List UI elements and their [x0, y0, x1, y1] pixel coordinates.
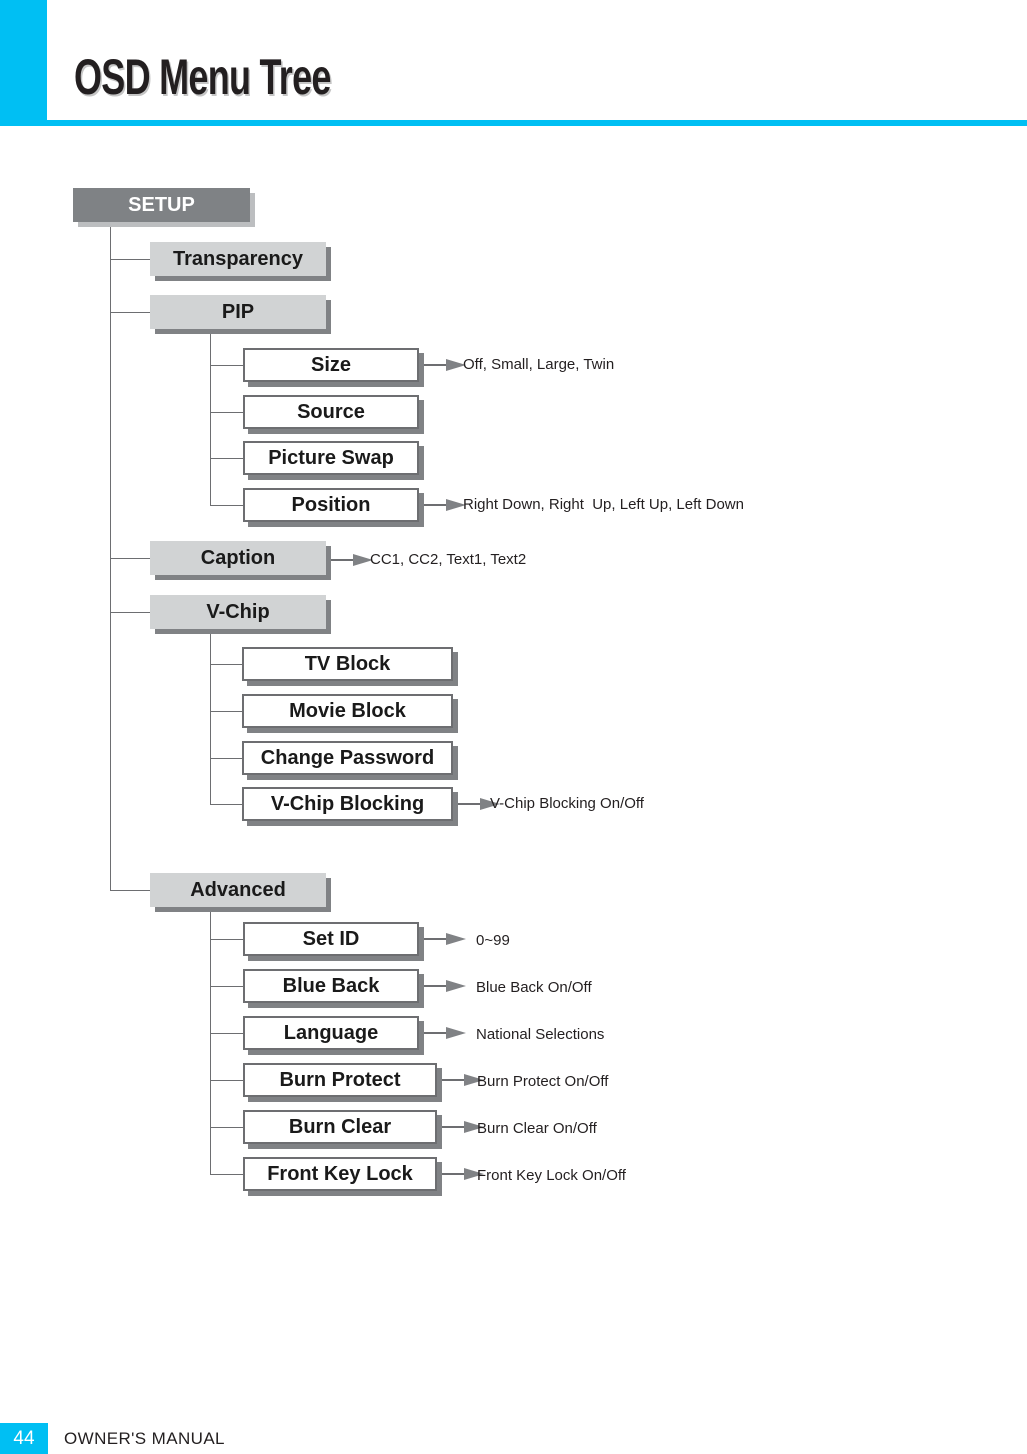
annot-caption-values: CC1, CC2, Text1, Text2	[370, 551, 527, 568]
node-label: Movie Block	[289, 699, 406, 722]
node-change-password[interactable]: Change Password	[242, 741, 453, 775]
node-vchip-blocking[interactable]: V-Chip Blocking	[242, 787, 453, 821]
node-label: Position	[291, 493, 371, 516]
node-movie-block[interactable]: Movie Block	[242, 694, 453, 728]
connector-pip-size	[210, 365, 243, 366]
arrow-burn-protect-values	[442, 1074, 484, 1086]
connector-setup-advanced	[110, 890, 150, 891]
node-language[interactable]: Language	[243, 1016, 419, 1050]
annot-burn-clear-values: Burn Clear On/Off	[477, 1120, 597, 1137]
node-label: Burn Clear	[288, 1115, 392, 1138]
node-label: Blue Back	[282, 974, 380, 997]
annot-burn-protect-values: Burn Protect On/Off	[477, 1073, 609, 1090]
connector-vchip-movieblock	[210, 711, 243, 712]
node-setup[interactable]: SETUP	[73, 188, 250, 222]
arrow-blue-back-values	[424, 980, 466, 992]
node-source[interactable]: Source	[243, 395, 419, 429]
arrow-language-values	[424, 1027, 466, 1039]
connector-advanced-setid	[210, 939, 243, 940]
connector-vchip-tvblock	[210, 664, 243, 665]
node-label: Burn Protect	[279, 1068, 401, 1091]
arrow-vchip-blocking-values	[458, 798, 500, 810]
arrow-front-key-lock-values	[442, 1168, 484, 1180]
node-front-key-lock[interactable]: Front Key Lock	[243, 1157, 437, 1191]
node-label: V-Chip Blocking	[270, 792, 425, 815]
connector-setup-vchip	[110, 612, 150, 613]
footer-page-number: 44	[13, 1427, 35, 1449]
connector-advanced-language	[210, 1033, 243, 1034]
node-advanced[interactable]: Advanced	[150, 873, 326, 907]
connector-pip-position	[210, 505, 243, 506]
annot-language-values: National Selections	[476, 1026, 605, 1043]
footer-page-badge	[0, 1423, 48, 1454]
node-blue-back[interactable]: Blue Back	[243, 969, 419, 1003]
arrow-caption-values	[331, 554, 373, 566]
arrow-burn-clear-values	[442, 1121, 484, 1133]
connector-setup-pip	[110, 312, 150, 313]
arrow-set-id-values	[424, 933, 466, 945]
connector-vchip-changepassword	[210, 758, 243, 759]
node-label: Set ID	[302, 927, 360, 950]
connector-advanced-burnclear	[210, 1127, 243, 1128]
connector-advanced-blueback	[210, 986, 243, 987]
annot-vchip-blocking-values: V-Chip Blocking On/Off	[490, 795, 644, 812]
connector-advanced-frontkeylock	[210, 1174, 243, 1175]
node-transparency[interactable]: Transparency	[150, 242, 326, 276]
node-label: Language	[283, 1021, 379, 1044]
header-accent-bar	[0, 0, 47, 126]
node-position[interactable]: Position	[243, 488, 419, 522]
connector-advanced-burnprotect	[210, 1080, 243, 1081]
node-label: Caption	[200, 546, 276, 569]
node-label: V-Chip	[206, 600, 270, 623]
node-size[interactable]: Size	[243, 348, 419, 382]
connector-pip-pictureswap	[210, 458, 243, 459]
annot-position-values: Right Down, Right Up, Left Up, Left Down	[463, 496, 744, 513]
node-burn-clear[interactable]: Burn Clear	[243, 1110, 437, 1144]
header-accent-rule	[47, 120, 1027, 126]
page-title: OSD Menu Tree	[74, 49, 331, 105]
node-tv-block[interactable]: TV Block	[242, 647, 453, 681]
connector-trunk-advanced	[210, 908, 211, 1174]
node-label: Transparency	[172, 247, 304, 270]
annot-set-id-values: 0~99	[476, 932, 510, 949]
annot-front-key-lock-values: Front Key Lock On/Off	[477, 1167, 626, 1184]
node-caption[interactable]: Caption	[150, 541, 326, 575]
arrow-size-values	[424, 359, 466, 371]
node-label: Picture Swap	[268, 446, 394, 469]
annot-blue-back-values: Blue Back On/Off	[476, 979, 592, 996]
node-picture-swap[interactable]: Picture Swap	[243, 441, 419, 475]
connector-vchip-vchipblocking	[210, 804, 243, 805]
node-label: Advanced	[190, 878, 286, 901]
node-set-id[interactable]: Set ID	[243, 922, 419, 956]
annot-size-values: Off, Small, Large, Twin	[463, 356, 615, 373]
node-label: PIP	[221, 300, 255, 323]
node-vchip[interactable]: V-Chip	[150, 595, 326, 629]
connector-trunk-pip	[210, 330, 211, 506]
node-pip[interactable]: PIP	[150, 295, 326, 329]
arrow-position-values	[424, 499, 466, 511]
footer-manual-label: OWNER'S MANUAL	[64, 1428, 225, 1448]
node-burn-protect[interactable]: Burn Protect	[243, 1063, 437, 1097]
node-label: Change Password	[260, 746, 435, 769]
node-label: Size	[310, 353, 352, 376]
node-label: Front Key Lock	[267, 1162, 413, 1185]
node-label: SETUP	[128, 193, 195, 216]
node-label: TV Block	[304, 652, 391, 675]
node-label: Source	[297, 400, 365, 423]
connector-setup-transparency	[110, 259, 150, 260]
connector-trunk-vchip	[210, 630, 211, 804]
connector-trunk-setup	[110, 222, 111, 891]
connector-pip-source	[210, 412, 243, 413]
connector-setup-caption	[110, 558, 150, 559]
